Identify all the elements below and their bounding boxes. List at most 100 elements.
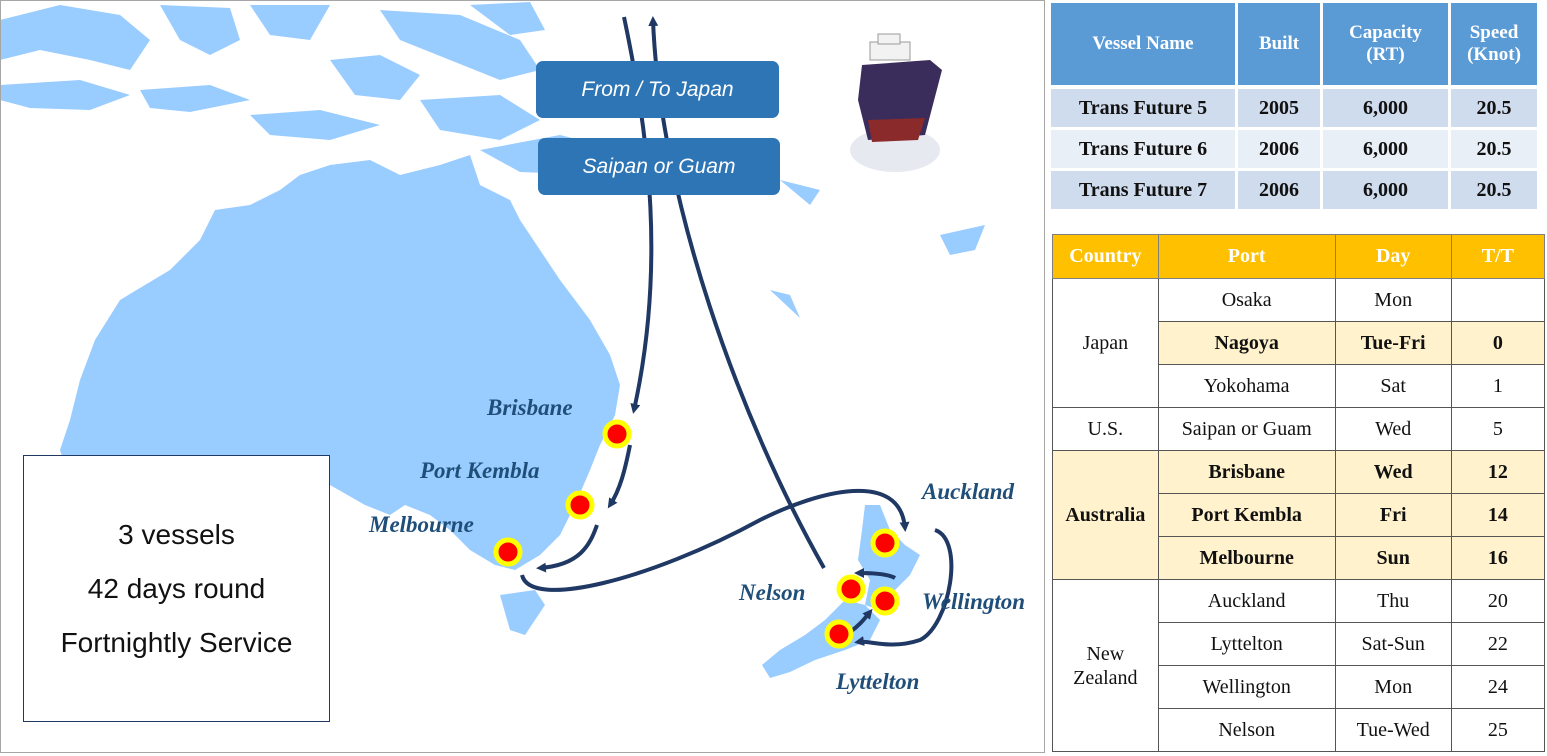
port-markers [493, 419, 900, 649]
vessel-capacity: 6,000 [1323, 130, 1451, 171]
schedule-row: Australia Brisbane Wed 12 [1052, 450, 1546, 580]
schedule-row: Nagoya Tue-Fri 0 [1053, 321, 1546, 365]
country-nz-line1: New [1086, 642, 1125, 665]
vessel-table: Vessel Name Built Capacity(RT) Speed(Kno… [1051, 3, 1540, 212]
header-capacity: Capacity(RT) [1323, 3, 1451, 89]
vessel-speed: 20.5 [1451, 171, 1540, 212]
info-round-days: 42 days round [87, 572, 266, 604]
day-cell: Wed [1334, 450, 1452, 494]
vessel-speed: 20.5 [1451, 130, 1540, 171]
port-marker-port-kembla[interactable] [565, 490, 595, 520]
schedule-row: Nelson Tue-Wed 25 [1053, 708, 1546, 752]
schedule-row: Port Kembla Fri 14 [1053, 493, 1546, 537]
header-day: Day [1334, 234, 1452, 279]
schedule-row: Lyttelton Sat-Sun 22 [1053, 622, 1546, 666]
tt-cell [1450, 278, 1546, 322]
schedule-row: U.S. Saipan or Guam Wed 5 [1052, 407, 1546, 451]
info-vessels: 3 vessels [118, 518, 235, 550]
schedule-header-row: Country Port Day T/T [1052, 234, 1546, 279]
port-cell: Port Kembla [1157, 493, 1336, 537]
day-cell: Tue-Wed [1334, 708, 1452, 752]
tt-cell: 24 [1450, 665, 1546, 709]
header-speed-line1: Speed [1469, 22, 1519, 43]
vessel-header-row: Vessel Name Built Capacity(RT) Speed(Kno… [1051, 3, 1540, 89]
country-nz-line2: Zealand [1073, 666, 1138, 689]
schedule-row: Wellington Mon 24 [1053, 665, 1546, 709]
vessel-name: Trans Future 5 [1051, 89, 1238, 130]
tt-cell: 1 [1450, 364, 1546, 408]
port-marker-brisbane[interactable] [602, 419, 632, 449]
vessel-row: Trans Future 5 2005 6,000 20.5 [1051, 89, 1540, 130]
country-australia: Australia [1052, 450, 1159, 580]
port-cell: Osaka [1157, 278, 1336, 322]
schedule-table: Country Port Day T/T Japan Osaka Mon Nag… [1052, 234, 1546, 752]
port-label-auckland: Auckland [922, 479, 1015, 504]
day-cell: Tue-Fri [1334, 321, 1452, 365]
header-speed-line2: (Knot) [1467, 44, 1521, 65]
vessel-name: Trans Future 7 [1051, 171, 1238, 212]
tt-cell: 25 [1450, 708, 1546, 752]
vessel-built: 2006 [1238, 130, 1323, 171]
tt-cell: 0 [1450, 321, 1546, 365]
day-cell: Thu [1334, 579, 1452, 623]
vessel-capacity: 6,000 [1323, 89, 1451, 130]
port-marker-wellington[interactable] [870, 586, 900, 616]
tt-cell: 22 [1450, 622, 1546, 666]
vessel-speed: 20.5 [1451, 89, 1540, 130]
port-cell: Brisbane [1157, 450, 1336, 494]
day-cell: Mon [1334, 278, 1452, 322]
port-cell: Melbourne [1157, 536, 1336, 580]
tt-cell: 12 [1450, 450, 1546, 494]
header-port: Port [1157, 234, 1336, 279]
port-marker-nelson[interactable] [836, 574, 866, 604]
port-cell: Wellington [1157, 665, 1336, 709]
port-marker-lyttelton[interactable] [824, 619, 854, 649]
service-info-box: 3 vessels 42 days round Fortnightly Serv… [23, 455, 330, 722]
port-cell: Nagoya [1157, 321, 1336, 365]
header-capacity-line1: Capacity [1349, 22, 1422, 43]
port-label-port-kembla: Port Kembla [420, 458, 540, 483]
port-cell: Yokohama [1157, 364, 1336, 408]
country-us: U.S. [1052, 407, 1159, 451]
vessel-built: 2005 [1238, 89, 1323, 130]
header-vessel-name: Vessel Name [1051, 3, 1238, 89]
port-cell: Saipan or Guam [1157, 407, 1336, 451]
schedule-row: Japan Osaka Mon [1052, 278, 1546, 408]
header-country: Country [1052, 234, 1159, 279]
route-label-japan: From / To Japan [536, 61, 779, 118]
tt-cell: 20 [1450, 579, 1546, 623]
vessel-built: 2006 [1238, 171, 1323, 212]
day-cell: Sat [1334, 364, 1452, 408]
schedule-row: Melbourne Sun 16 [1053, 536, 1546, 580]
vessel-row: Trans Future 7 2006 6,000 20.5 [1051, 171, 1540, 212]
port-cell: Lyttelton [1157, 622, 1336, 666]
day-cell: Fri [1334, 493, 1452, 537]
country-japan: Japan [1052, 278, 1159, 408]
port-marker-auckland[interactable] [870, 528, 900, 558]
port-label-melbourne: Melbourne [369, 512, 474, 537]
tt-cell: 14 [1450, 493, 1546, 537]
day-cell: Mon [1334, 665, 1452, 709]
day-cell: Wed [1334, 407, 1452, 451]
tt-cell: 5 [1450, 407, 1546, 451]
route-label-saipan-guam: Saipan or Guam [538, 138, 780, 195]
ship-icon [850, 33, 942, 172]
vessel-name: Trans Future 6 [1051, 130, 1238, 171]
port-cell: Auckland [1157, 579, 1336, 623]
port-label-brisbane: Brisbane [487, 395, 573, 420]
port-marker-melbourne[interactable] [493, 537, 523, 567]
port-label-wellington: Wellington [922, 589, 1026, 614]
header-speed: Speed(Knot) [1451, 3, 1540, 89]
header-built: Built [1238, 3, 1323, 89]
vessel-capacity: 6,000 [1323, 171, 1451, 212]
day-cell: Sun [1334, 536, 1452, 580]
header-tt: T/T [1450, 234, 1546, 279]
tt-cell: 16 [1450, 536, 1546, 580]
day-cell: Sat-Sun [1334, 622, 1452, 666]
port-label-nelson: Nelson [739, 580, 806, 605]
port-label-lyttelton: Lyttelton [836, 669, 920, 694]
info-frequency: Fortnightly Service [60, 626, 293, 658]
vessel-row: Trans Future 6 2006 6,000 20.5 [1051, 130, 1540, 171]
